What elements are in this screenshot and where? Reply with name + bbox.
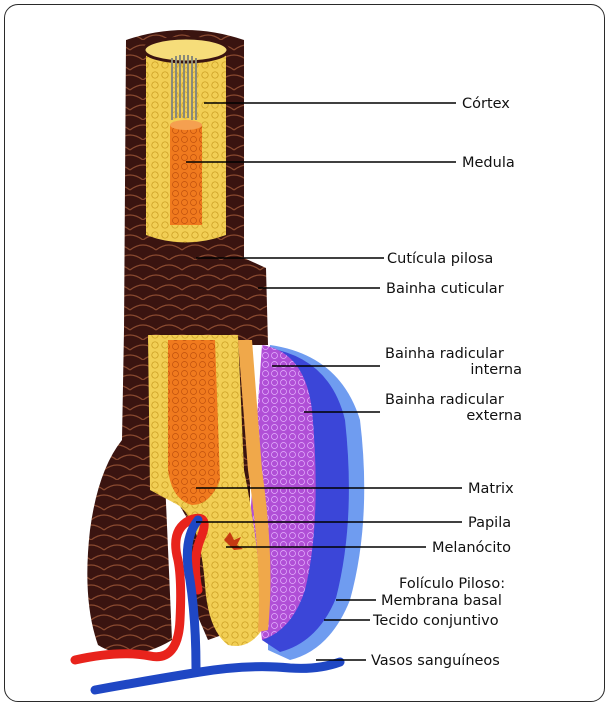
matrix-shape: [168, 340, 220, 505]
label-bainha-radicular-externa-1: Bainha radicular: [385, 392, 504, 408]
label-melanocito: Melanócito: [432, 540, 511, 556]
label-tecido-conjuntivo: Tecido conjuntivo: [372, 613, 499, 629]
label-cuticula-pilosa: Cutícula pilosa: [387, 251, 493, 267]
label-bainha-cuticular: Bainha cuticular: [386, 281, 504, 297]
label-foliculo-piloso: Folículo Piloso:: [399, 576, 505, 592]
label-papila: Papila: [468, 515, 511, 531]
label-bainha-radicular-interna-1: Bainha radicular: [385, 346, 504, 362]
medula-top: [170, 120, 202, 130]
shaft-top: [144, 38, 228, 62]
label-cortex: Córtex: [462, 96, 510, 112]
label-matrix: Matrix: [468, 481, 514, 497]
label-bainha-radicular-externa-2: externa: [466, 408, 522, 424]
cortex-fibers: [172, 55, 196, 120]
label-medula: Medula: [462, 155, 515, 171]
label-vasos-sanguineos: Vasos sanguíneos: [371, 653, 500, 669]
label-bainha-radicular-interna-2: interna: [470, 362, 522, 378]
medula-shape: [170, 125, 202, 225]
label-membrana-basal: Membrana basal: [381, 593, 502, 609]
